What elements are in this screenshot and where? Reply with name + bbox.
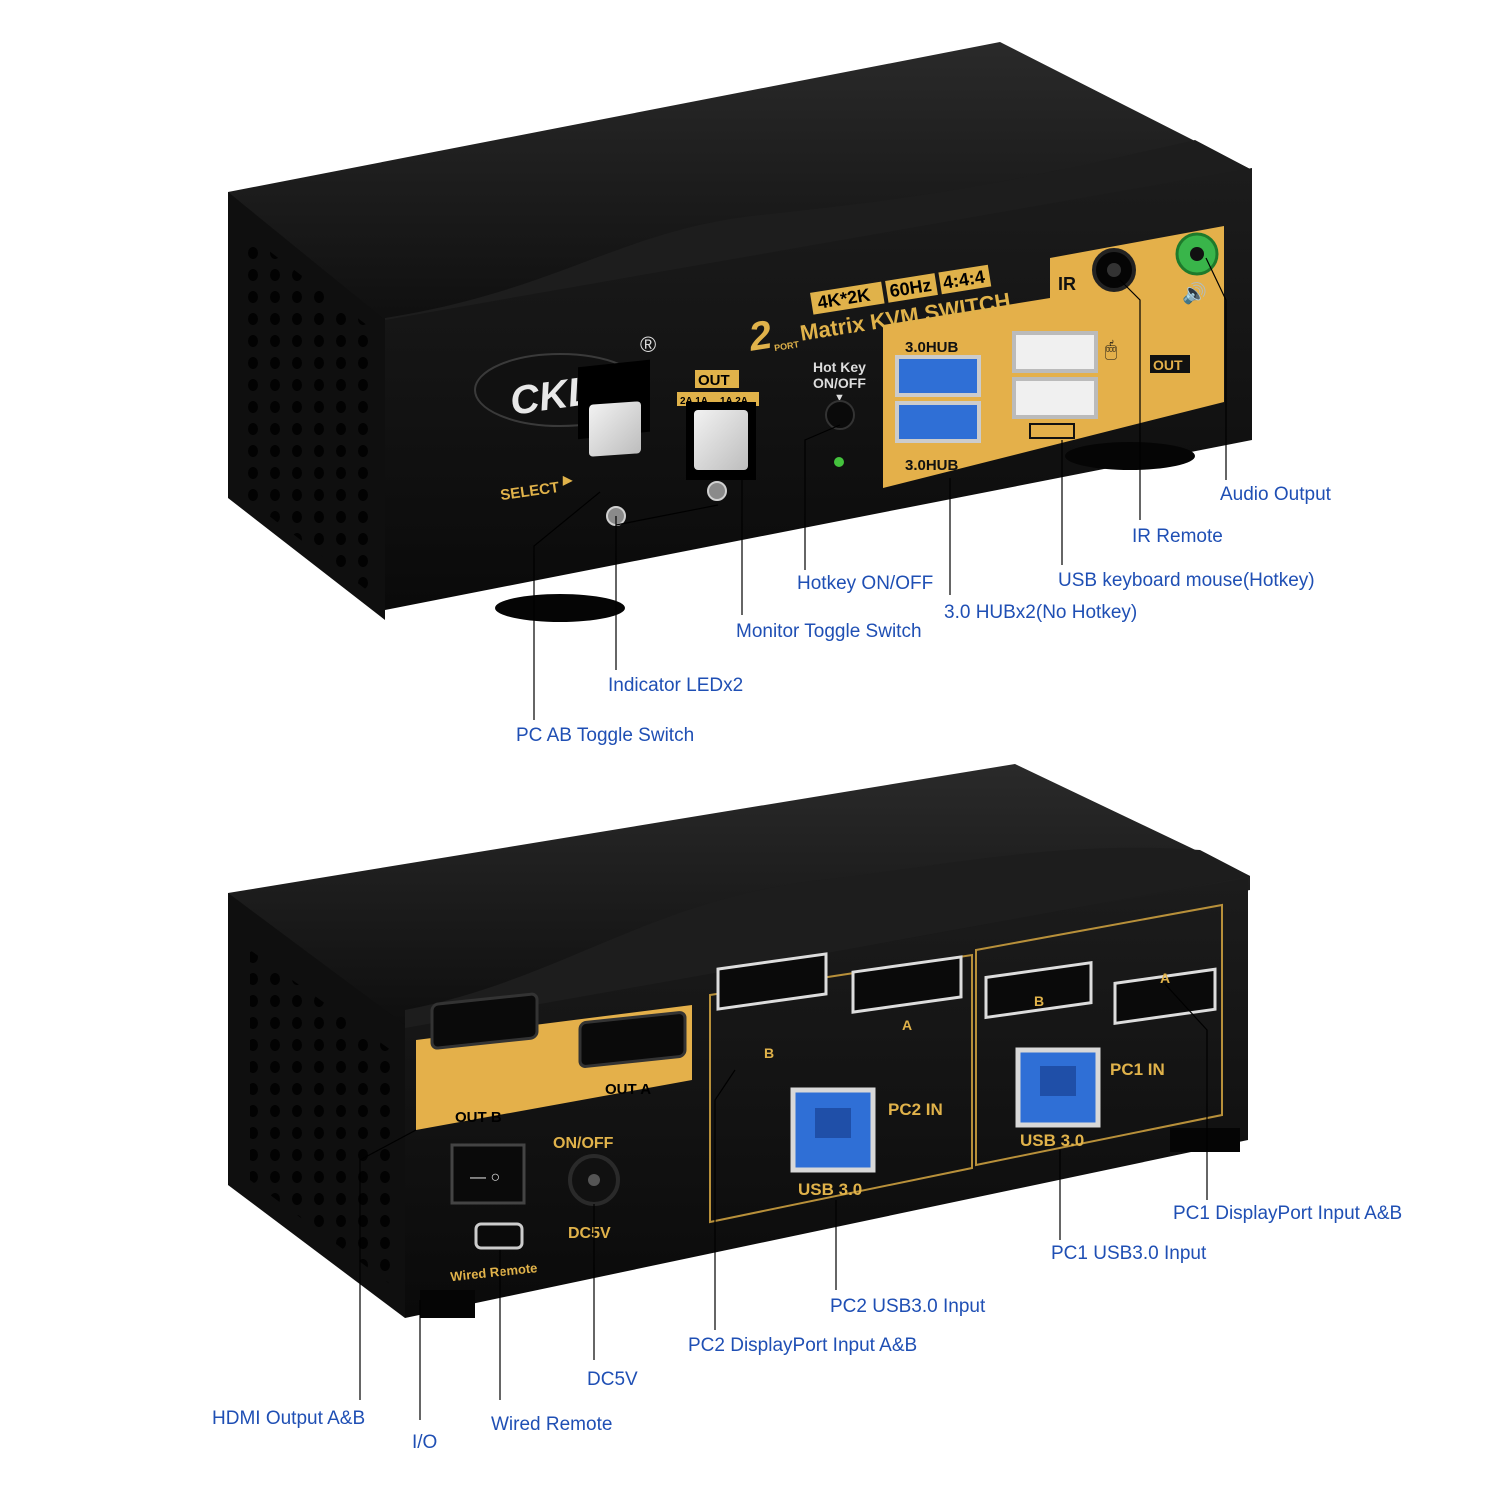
front-vent-grid <box>248 235 380 600</box>
pc1-panel-outline <box>975 903 1223 1167</box>
select-arrow-icon: ▶ <box>562 473 573 487</box>
pc2-usb30-label: USB 3.0 <box>798 1180 862 1199</box>
back-vent-grid <box>250 950 398 1290</box>
front-foot-right <box>1065 442 1195 470</box>
out-label: OUT <box>698 372 730 389</box>
dc5v-panel-label: DC5V <box>568 1225 611 1242</box>
pc2-dp-a-label: A <box>902 1017 912 1033</box>
dc5v-jack-pin <box>588 1174 600 1186</box>
monitor-toggle-button[interactable] <box>694 410 748 470</box>
usb-keyboard-port[interactable] <box>1012 377 1098 419</box>
callout-pc2-usb-input: PC2 USB3.0 Input <box>830 1296 986 1317</box>
wired-remote-port[interactable] <box>474 1222 524 1250</box>
badge-60hz-bg <box>885 273 938 303</box>
out-mapping-1: 2A 1A <box>680 396 708 407</box>
pc1-usb30-label: USB 3.0 <box>1020 1131 1084 1150</box>
keyboard-icon <box>1029 423 1075 439</box>
mouse-icon: 🖱 <box>1105 339 1117 361</box>
pc-ab-toggle-button[interactable] <box>589 401 641 457</box>
on-off-label: ON/OFF <box>553 1135 614 1152</box>
pc1-in-label: PC1 IN <box>1110 1060 1165 1079</box>
usb3-hub-port-bottom[interactable] <box>895 401 981 443</box>
callout-wired-remote: Wired Remote <box>491 1414 612 1435</box>
hotkey-button[interactable] <box>825 400 855 430</box>
speaker-icon: 🔊 <box>1182 281 1207 305</box>
hdmi-output-a-port[interactable] <box>578 1011 687 1068</box>
pc1-usb3-plug <box>1040 1066 1076 1096</box>
back-foot-left <box>420 1290 475 1318</box>
hdmi-out-a-label: OUT A <box>605 1081 651 1098</box>
usb-mouse-port[interactable] <box>1012 331 1098 373</box>
power-switch[interactable] <box>450 1143 526 1205</box>
badge-444-bg <box>938 264 992 295</box>
back-foot-right <box>1170 1128 1240 1152</box>
hdmi-output-b-port[interactable] <box>430 992 539 1050</box>
pc2-dp-b-port[interactable] <box>716 952 828 1011</box>
front-top-lid <box>228 42 1252 335</box>
hub-top-label: 3.0HUB <box>905 339 959 356</box>
callout-monitor-toggle: Monitor Toggle Switch <box>736 621 922 642</box>
hotkey-arrow-icon: ▼ <box>834 392 845 404</box>
front-unit: CKL ® 4K*2K 60Hz 4:4:4 2 PORT Matrix KVM… <box>228 42 1252 622</box>
audio-output-jack-hole <box>1190 247 1204 261</box>
callout-io: I/O <box>412 1432 437 1453</box>
audio-out-label-bg <box>1150 355 1190 373</box>
power-switch-symbols: — ○ <box>470 1169 500 1186</box>
hub-bottom-label: 3.0HUB <box>905 457 959 474</box>
callout-usb-keyboard-mouse: USB keyboard mouse(Hotkey) <box>1058 570 1315 591</box>
pc2-dp-a-port[interactable] <box>851 955 963 1014</box>
callout-pc1-dp-input: PC1 DisplayPort Input A&B <box>1173 1203 1402 1224</box>
usb3-hub-port-top[interactable] <box>895 355 981 397</box>
ir-label: IR <box>1058 274 1076 294</box>
callout-hotkey-on-off: Hotkey ON/OFF <box>797 573 933 594</box>
pc2-usb3-plug <box>815 1108 851 1138</box>
callout-dc5v: DC5V <box>587 1369 638 1390</box>
model-prefix-word: PORT <box>773 339 800 353</box>
pc2-dp-b-label: B <box>764 1045 774 1061</box>
ir-remote-jack-hole <box>1107 263 1121 277</box>
pc2-in-label: PC2 IN <box>888 1100 943 1119</box>
hdmi-out-b-label: OUT B <box>455 1109 502 1126</box>
callout-hub-x2: 3.0 HUBx2(No Hotkey) <box>944 602 1137 623</box>
hotkey-led <box>834 457 844 467</box>
callout-indicator-led: Indicator LEDx2 <box>608 675 743 696</box>
callout-ir-remote: IR Remote <box>1132 526 1223 547</box>
indicator-led-2 <box>707 481 727 501</box>
pc1-dp-b-label: B <box>1034 993 1044 1009</box>
front-face <box>385 168 1252 610</box>
callout-audio-output: Audio Output <box>1220 484 1332 505</box>
pc1-dp-b-port[interactable] <box>984 960 1093 1020</box>
audio-out-label: OUT <box>1153 357 1183 373</box>
registered-mark: ® <box>640 332 656 357</box>
callout-pc1-usb-input: PC1 USB3.0 Input <box>1051 1243 1207 1264</box>
pc1-dp-a-port[interactable] <box>1113 967 1217 1026</box>
model-title-block: 4K*2K 60Hz 4:4:4 2 PORT Matrix KVM SWITC… <box>745 264 1012 360</box>
callout-pc-ab-toggle: PC AB Toggle Switch <box>516 725 694 746</box>
hotkey-label-1: Hot Key <box>813 359 866 375</box>
callout-hdmi-output: HDMI Output A&B <box>212 1408 365 1429</box>
back-top-ridge <box>405 847 1250 1030</box>
front-foot-left <box>495 594 625 622</box>
back-unit: OUT B OUT A B A B A USB 3.0 USB 3.0 PC2 … <box>228 764 1250 1318</box>
callout-pc2-dp-input: PC2 DisplayPort Input A&B <box>688 1335 917 1356</box>
pc1-dp-a-label: A <box>1160 970 1170 986</box>
hotkey-label-2: ON/OFF <box>813 375 866 391</box>
badge-4k-bg <box>810 281 885 315</box>
out-mapping-2: 1A 2A <box>720 396 748 407</box>
out-label-bg <box>695 370 739 388</box>
back-callout-lines <box>359 983 1208 1420</box>
front-callout-lines <box>533 257 1227 720</box>
